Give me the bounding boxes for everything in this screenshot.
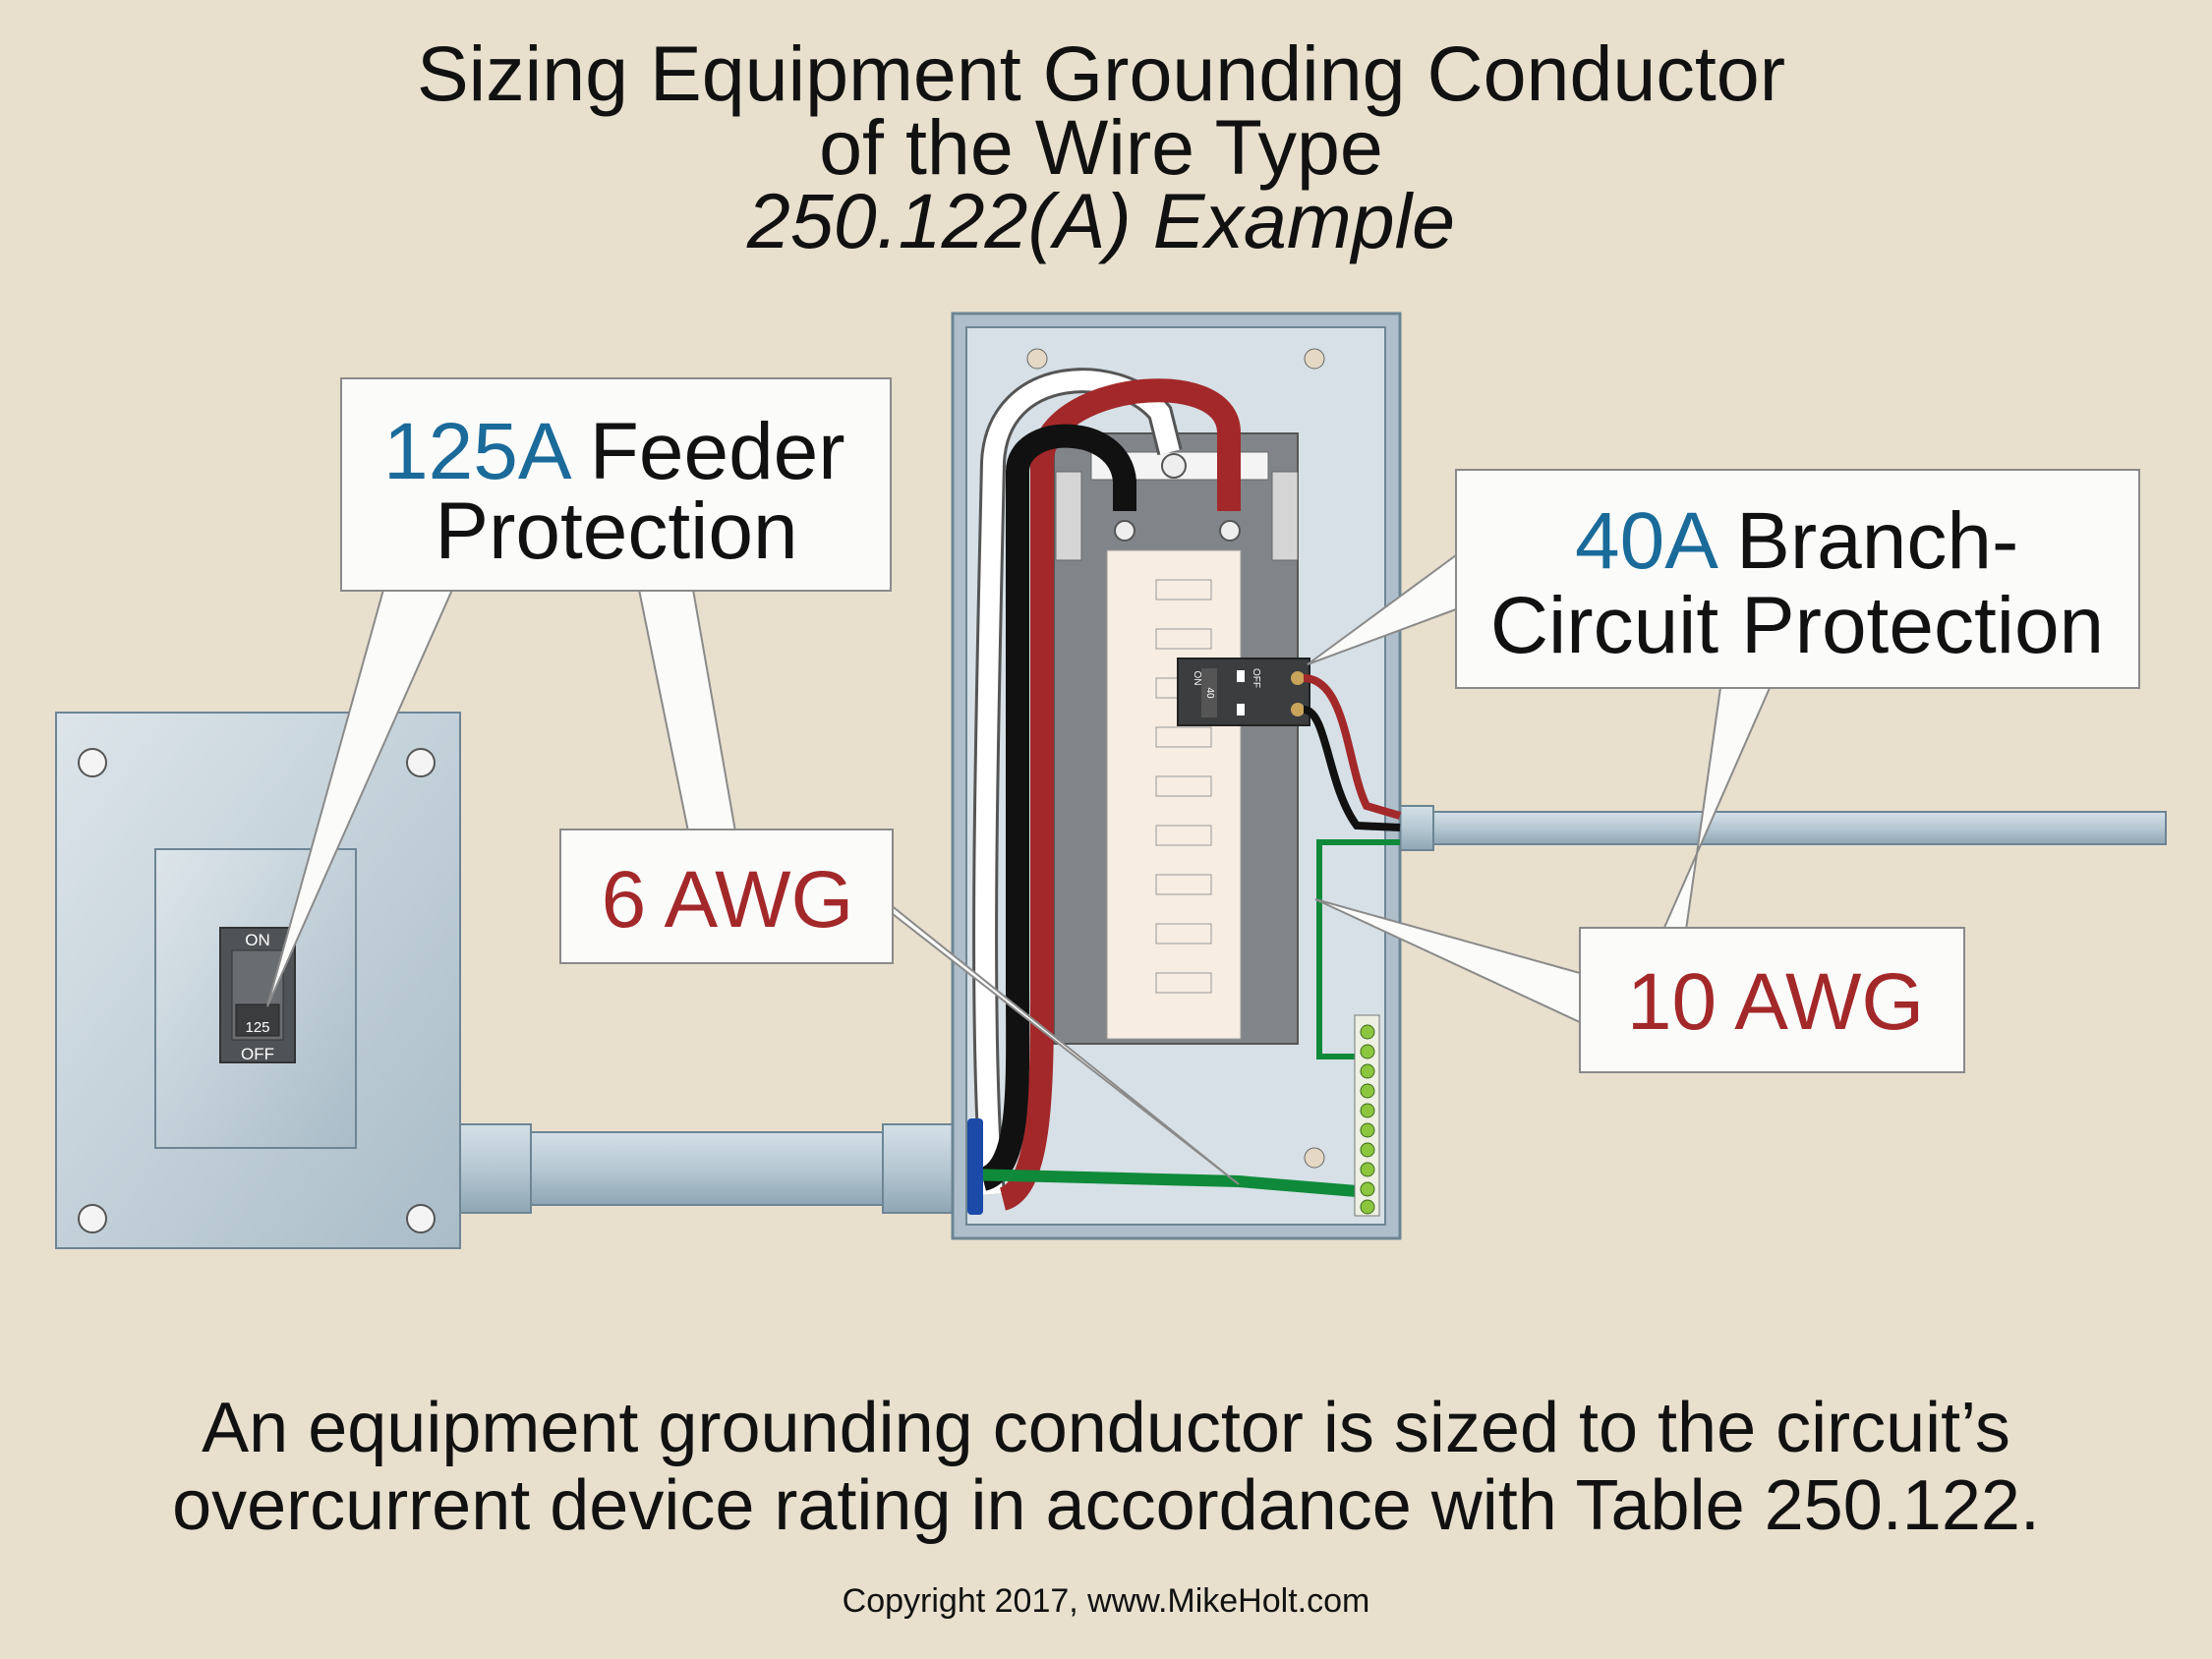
branch-egc-size: 10 AWG xyxy=(1627,957,1924,1047)
callout-branch-protection: 40A Branch- Circuit Protection xyxy=(1455,469,2140,689)
svg-text:125A Feeder: 125A Feeder xyxy=(383,407,845,496)
callout-pointers xyxy=(266,553,1772,1185)
conduit-bushing xyxy=(967,1118,983,1215)
svg-text:40A Branch-: 40A Branch- xyxy=(1575,496,2018,586)
breaker-on-label: ON xyxy=(1192,671,1202,686)
title-line-2: of the Wire Type xyxy=(819,103,1383,191)
feeder-disconnect: ON 125 OFF xyxy=(55,712,461,1249)
feeder-amps: 125A xyxy=(383,407,572,496)
feeder-line1: Feeder xyxy=(567,407,845,496)
callout-feeder-protection: 125A Feeder Protection xyxy=(340,377,892,592)
disconnect-off-label: OFF xyxy=(241,1045,274,1063)
disconnect-on-label: ON xyxy=(245,931,270,949)
title-line-3: 250.122(A) Example xyxy=(746,177,1455,264)
breaker-rating: 40 xyxy=(1204,687,1215,699)
callout-6awg: 6 AWG xyxy=(559,829,894,964)
caption-line-1: An equipment grounding conductor is size… xyxy=(202,1389,2010,1467)
feeder-egc-size: 6 AWG xyxy=(602,855,854,944)
feeder-line2: Protection xyxy=(435,486,797,576)
neutral-bar-left xyxy=(1055,471,1082,561)
bus-stabs xyxy=(1155,579,1212,994)
panelboard: ON 40 OFF xyxy=(951,312,1402,1240)
feeder-conduit xyxy=(459,1123,955,1214)
branch-amps: 40A xyxy=(1575,496,1718,586)
screw-icons xyxy=(78,748,436,1233)
branch-line2: Circuit Protection xyxy=(1490,581,2104,670)
caption-line-2: overcurrent device rating in accordance … xyxy=(172,1466,2040,1545)
copyright: Copyright 2017, www.MikeHolt.com xyxy=(843,1582,1370,1620)
disconnect-rating: 125 xyxy=(245,1019,269,1036)
branch-conduit xyxy=(1395,805,2167,851)
branch-line1: Branch- xyxy=(1714,496,2018,586)
title-line-1: Sizing Equipment Grounding Conductor xyxy=(417,29,1785,117)
neutral-bar-right xyxy=(1271,471,1299,561)
breaker-off-label: OFF xyxy=(1251,668,1261,688)
callout-10awg: 10 AWG xyxy=(1579,927,1965,1073)
branch-breaker: ON 40 OFF xyxy=(1177,658,1310,726)
ground-bar-screws xyxy=(1360,1024,1375,1215)
